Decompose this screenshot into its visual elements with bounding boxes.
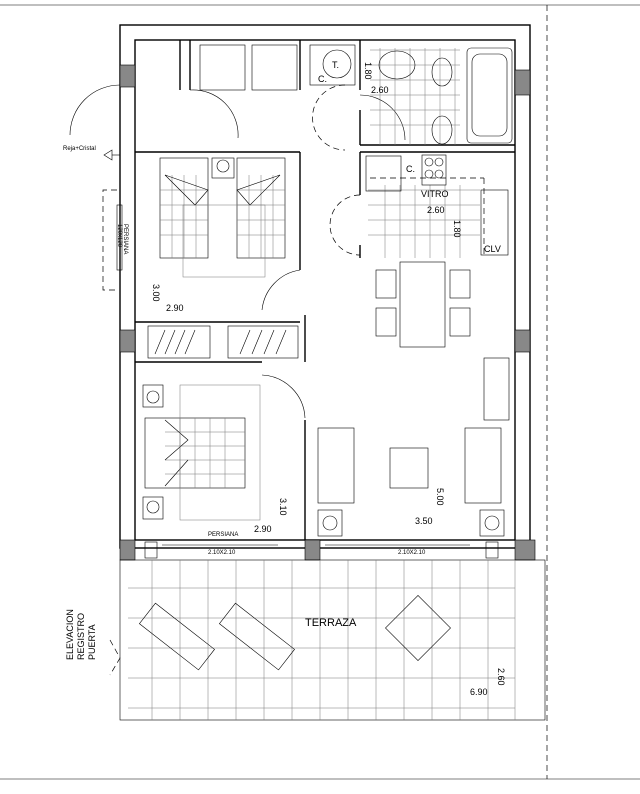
terrace-height: 2.60	[496, 668, 506, 686]
bedroom2-door-size: 2.10X2.10	[208, 550, 236, 556]
sink-icon	[378, 50, 416, 80]
sun-lounger-icon	[218, 602, 295, 671]
living-width: 3.50	[415, 516, 433, 526]
terrace-label: TERRAZA	[305, 617, 357, 629]
kitchen-sink-icon	[480, 189, 509, 256]
door-swings	[69, 84, 406, 419]
tv-unit-icon	[483, 357, 510, 421]
rug	[182, 204, 266, 278]
kitchen	[365, 154, 509, 258]
bath-height: 1.80	[363, 62, 373, 80]
living-door-size: 2.10X2.10	[398, 550, 426, 556]
kitchen-height: 1.80	[452, 220, 462, 238]
side-window-size: 120x120	[116, 224, 122, 248]
closet-c-label: C.	[318, 74, 327, 84]
hob-label: VITRO	[421, 189, 449, 199]
interior-walls	[135, 40, 515, 540]
bath-width: 2.60	[371, 85, 389, 95]
hob-icon	[421, 154, 447, 186]
elevation-label-3: PUERTA	[87, 624, 97, 660]
terrace-doors	[144, 541, 499, 559]
bedroom2-window-type: PERSIANA	[208, 532, 238, 538]
bedroom2-height: 3.10	[278, 498, 288, 516]
living-room	[317, 261, 510, 537]
sofa-icon	[464, 427, 502, 504]
terrace-width: 6.90	[470, 687, 488, 697]
lamp-icon	[146, 500, 160, 514]
sofa-icon	[317, 427, 355, 504]
elevation-label-1: ELEVACION	[65, 609, 75, 660]
railing-arrow	[103, 149, 120, 161]
bathroom	[370, 47, 513, 145]
living-height: 5.00	[435, 488, 445, 506]
elevation-arrow	[109, 639, 121, 676]
sun-lounger-icon	[138, 602, 215, 671]
bedroom1-width: 2.90	[166, 303, 184, 313]
toilet-icon	[431, 57, 453, 87]
railing-label: Reja+Cristal	[63, 146, 96, 152]
terrace	[119, 559, 546, 721]
coffee-table-icon	[389, 447, 429, 489]
side-window	[102, 189, 123, 291]
side-window-type: PERSIANA	[122, 224, 128, 254]
bedroom-2	[142, 384, 261, 521]
water-heater-icon	[322, 49, 352, 79]
lamp-icon	[216, 159, 230, 173]
bedroom-1	[159, 157, 286, 278]
kitchen-width: 2.60	[427, 205, 445, 215]
exterior-walls	[119, 24, 536, 561]
closet-t-label: T.	[332, 60, 339, 70]
bedroom1-height: 3.00	[151, 284, 161, 302]
rug	[179, 384, 261, 521]
dining-table-icon	[399, 261, 446, 348]
bidet-icon	[431, 115, 453, 145]
elevation-label-2: REGISTRO	[76, 613, 86, 660]
kitchen-c-label: C.	[406, 164, 415, 174]
closets	[147, 44, 356, 359]
washer-label: CLV	[484, 244, 501, 254]
lamp-icon	[146, 390, 160, 404]
bathtub-icon	[466, 47, 513, 144]
bedroom2-width: 2.90	[254, 524, 272, 534]
patio-table-icon	[385, 595, 451, 661]
